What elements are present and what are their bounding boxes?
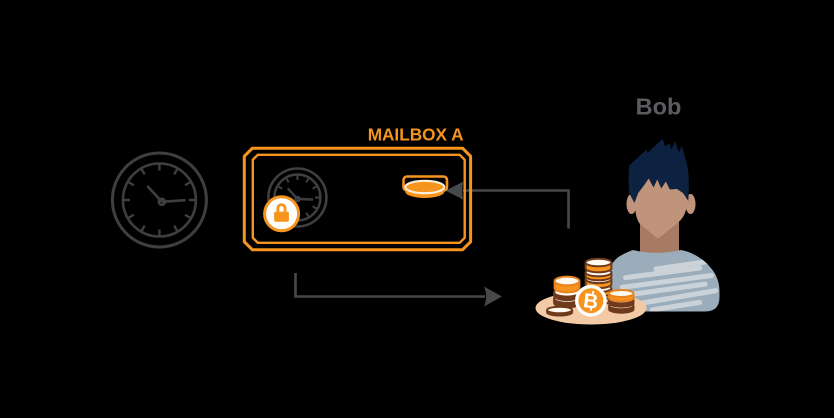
svg-text:Bob: Bob (636, 94, 682, 120)
svg-text:MAILBOX A: MAILBOX A (368, 125, 464, 145)
svg-text:B: B (582, 289, 600, 314)
